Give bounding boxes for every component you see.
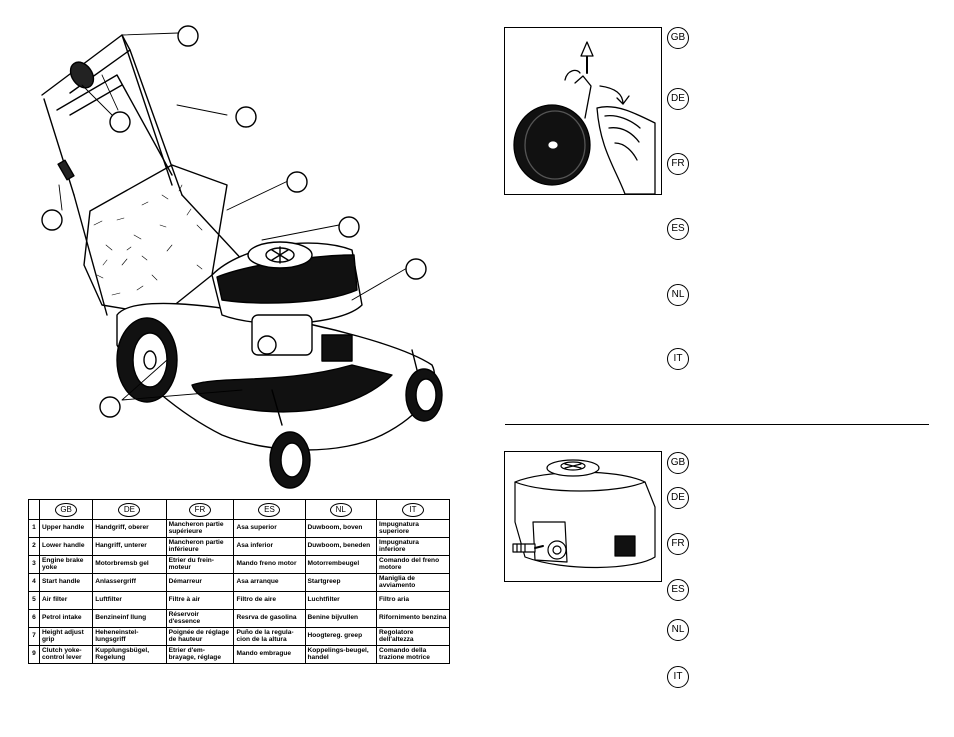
lang-badge-it: IT [667,348,689,370]
lang-badge-nl: NL [667,284,689,306]
cell-es: Mando embrague [233,645,306,664]
row-number: 9 [28,645,40,664]
cell-gb: Engine brake yoke [38,555,94,574]
cell-nl: Motorrembeugel [304,555,378,574]
lang-badge-es: ES [667,579,689,601]
cell-fr: Etrier d'em-brayage, réglage [165,645,235,664]
cell-gb: Lower handle [38,537,94,556]
table-header-row: GB DE FR ES NL IT [28,499,450,520]
lang-badge-fr: FR [667,153,689,175]
row-number: 5 [28,591,40,610]
cell-nl: Hoogtereg. greep [304,627,378,646]
cell-de: Motorbremsb gel [92,555,167,574]
wheel-lever-illustration [513,41,656,195]
cell-gb: Height adjust grip [38,627,94,646]
header-fr: FR [165,499,235,520]
lang-badge-gb: GB [667,27,689,49]
row-number: 6 [28,609,40,628]
cell-fr: Poignée de réglage de hauteur [165,627,235,646]
cell-it: Impugnatura inferiore [376,537,450,556]
cell-nl: Duwboom, beneden [304,537,378,556]
cell-de: Anlassergriff [92,573,167,592]
header-nl: NL [304,499,378,520]
lang-badge-gb: GB [667,452,689,474]
cell-fr: Réservoir d'essence [165,609,235,628]
table-row: 1 Upper handle Handgriff, oberer Mancher… [28,519,450,538]
table-corner-cell [28,499,40,520]
language-badge: IT [402,502,425,517]
row-number: 2 [28,537,40,556]
cell-fr: Mancheron partie inférieure [165,537,235,556]
cell-nl: Luchtfilter [304,591,378,610]
cell-es: Puño de la regula-cion de la altura [233,627,306,646]
cell-it: Rifornimento benzina [376,609,450,628]
cell-nl: Benine bijvullen [304,609,378,628]
row-number: 7 [28,627,40,646]
lang-badge-es: ES [667,218,689,240]
cell-fr: Etrier du frein-moteur [165,555,235,574]
lang-badge-de: DE [667,88,689,110]
lang-badge-it: IT [667,666,689,688]
cell-nl: Duwboom, boven [304,519,378,538]
table-row: 9 Clutch yoke-control lever Kupplungsbüg… [28,645,450,664]
language-badge: FR [189,502,212,517]
table-row: 5 Air filter Luftfilter Filtre à air Fil… [28,591,450,610]
header-gb: GB [38,499,94,520]
engine-illustration [512,459,656,569]
cell-es: Filtro de aire [233,591,306,610]
language-badge: GB [55,502,78,517]
cell-es: Mando freno motor [233,555,306,574]
table-row: 4 Start handle Anlassergriff Démarreur A… [28,573,450,592]
table-row: 6 Petrol intake Benzineinf llung Réservo… [28,609,450,628]
cell-it: Comando del freno motore [376,555,450,574]
table-row: 2 Lower handle Hangriff, unterer Mancher… [28,537,450,556]
cell-fr: Filtre à air [165,591,235,610]
cell-de: Luftfilter [92,591,167,610]
section-divider [505,424,929,425]
cell-gb: Start handle [38,573,94,592]
cell-de: Benzineinf llung [92,609,167,628]
language-badge: NL [329,502,352,517]
cell-de: Kupplungsbügel, Regelung [92,645,167,664]
header-es: ES [233,499,306,520]
language-badge: ES [258,502,281,517]
cell-gb: Air filter [38,591,94,610]
header-it: IT [376,499,450,520]
cell-gb: Petrol intake [38,609,94,628]
cell-fr: Démarreur [165,573,235,592]
cell-nl: Startgreep [304,573,378,592]
header-de: DE [92,499,167,520]
table-row: 7 Height adjust grip Heheneinstel-lungsg… [28,627,450,646]
height-adjust-figure [504,27,662,195]
cell-it: Filtro aria [376,591,450,610]
engine-figure [504,451,662,582]
cell-it: Regolatore dell'altezza [376,627,450,646]
cell-fr: Mancheron partie supérieure [165,519,235,538]
lang-badge-fr: FR [667,533,689,555]
cell-it: Maniglia de avviamento [376,573,450,592]
cell-es: Asa inferior [233,537,306,556]
language-badge: DE [118,502,141,517]
cell-it: Comando della trazione motrice [376,645,450,664]
parts-table: GB DE FR ES NL IT 1 Upper handle Handgri… [28,499,450,664]
cell-es: Asa superior [233,519,306,538]
cell-es: Resrva de gasolina [233,609,306,628]
cell-it: Impugnatura superiore [376,519,450,538]
cell-gb: Clutch yoke-control lever [38,645,94,664]
row-number: 3 [28,555,40,574]
lang-badge-de: DE [667,487,689,509]
row-number: 1 [28,519,40,538]
table-row: 3 Engine brake yoke Motorbremsb gel Etri… [28,555,450,574]
cell-de: Heheneinstel-lungsgriff [92,627,167,646]
cell-de: Hangriff, unterer [92,537,167,556]
lang-badge-nl: NL [667,619,689,641]
cell-de: Handgriff, oberer [92,519,167,538]
row-number: 4 [28,573,40,592]
cell-nl: Koppelings-beugel, handel [304,645,378,664]
cell-gb: Upper handle [38,519,94,538]
cell-es: Asa arranque [233,573,306,592]
lawn-mower-illustration [41,25,443,489]
